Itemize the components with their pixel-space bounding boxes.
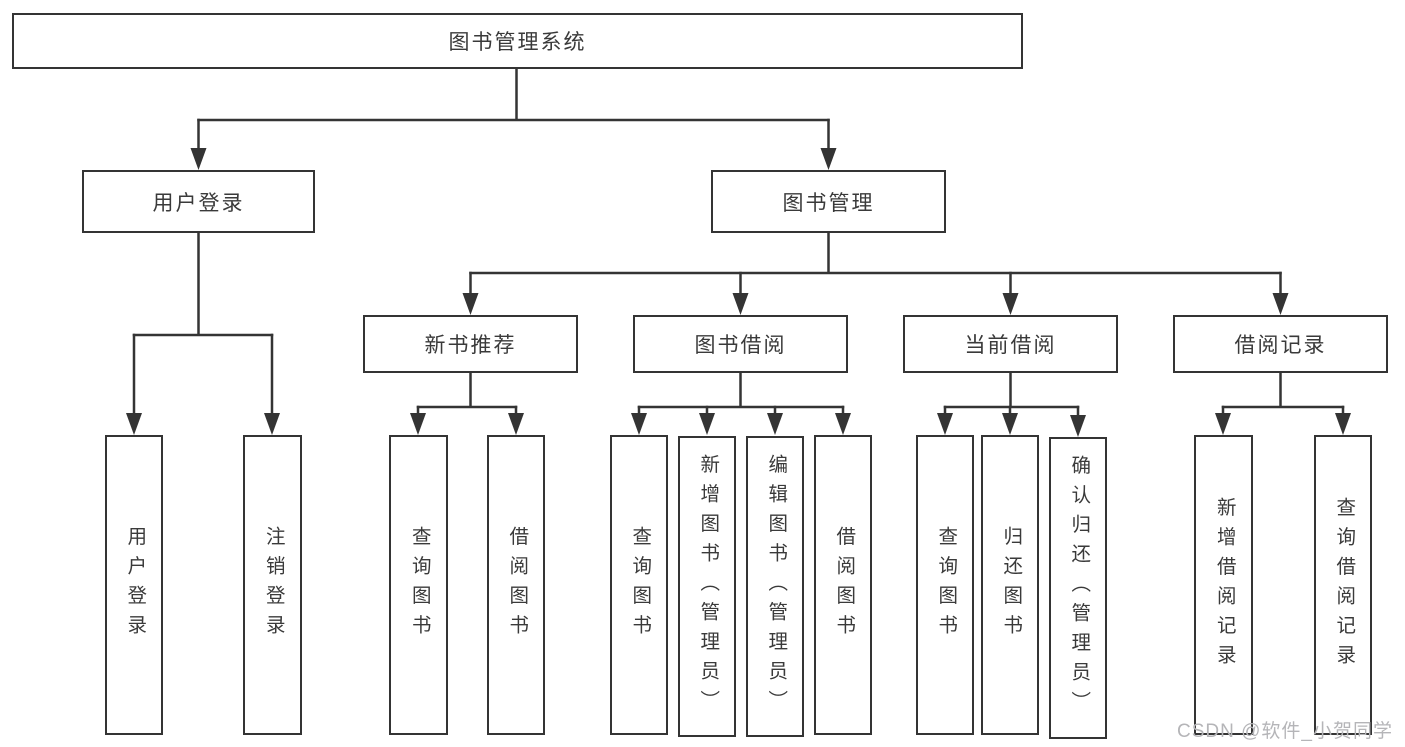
node-book-borrowing-label: 图书借阅 <box>694 334 787 357</box>
leaf-borrow-books-borrowing-label: 借阅图书 <box>832 526 855 644</box>
node-library-management-system-label: 图书管理系统 <box>448 31 587 54</box>
node-borrowing-records-label: 借阅记录 <box>1234 334 1327 357</box>
leaf-query-books-recommend-label: 查询图书 <box>408 526 431 644</box>
connector-current-borrowing-branch <box>937 371 1086 437</box>
node-current-borrowing-label: 当前借阅 <box>964 334 1057 357</box>
leaf-return-book: 归还图书 <box>981 435 1039 735</box>
node-library-management-system: 图书管理系统 <box>12 13 1023 69</box>
node-book-management-module: 图书管理 <box>711 170 946 233</box>
leaf-user-login: 用户登录 <box>105 435 163 735</box>
connector-book-management-branch <box>462 231 1289 315</box>
node-book-borrowing: 图书借阅 <box>633 315 848 373</box>
leaf-query-books-current-label: 查询图书 <box>934 526 957 644</box>
leaf-logout: 注销登录 <box>243 435 302 735</box>
node-user-login-module: 用户登录 <box>82 170 315 233</box>
leaf-edit-book-admin-label: 编辑图书（管理员） <box>764 453 787 720</box>
connector-user-login-branch <box>126 231 280 435</box>
leaf-confirm-return-admin: 确认归还（管理员） <box>1049 437 1107 739</box>
leaf-logout-label: 注销登录 <box>262 526 285 644</box>
leaf-query-borrow-record: 查询借阅记录 <box>1314 435 1372 735</box>
leaf-confirm-return-admin-label: 确认归还（管理员） <box>1067 455 1090 721</box>
leaf-borrow-books-recommend-label: 借阅图书 <box>505 526 528 644</box>
node-current-borrowing: 当前借阅 <box>903 315 1118 373</box>
connector-root-to-level2 <box>190 67 837 170</box>
leaf-borrow-books-borrowing: 借阅图书 <box>814 435 872 735</box>
leaf-add-book-admin: 新增图书（管理员） <box>678 436 736 737</box>
node-user-login-module-label: 用户登录 <box>152 191 245 215</box>
leaf-query-books-borrowing-label: 查询图书 <box>628 526 651 644</box>
leaf-query-books-borrowing: 查询图书 <box>610 435 668 735</box>
csdn-watermark: CSDN @软件_小贺同学 <box>1177 721 1393 742</box>
connector-book-borrowing-branch <box>631 371 851 435</box>
node-new-book-recommend: 新书推荐 <box>363 315 578 373</box>
leaf-add-book-admin-label: 新增图书（管理员） <box>696 453 719 720</box>
connector-borrowing-records-branch <box>1215 371 1351 435</box>
node-book-management-module-label: 图书管理 <box>782 191 875 215</box>
node-new-book-recommend-label: 新书推荐 <box>424 334 517 357</box>
leaf-borrow-books-recommend: 借阅图书 <box>487 435 545 735</box>
leaf-add-borrow-record-label: 新增借阅记录 <box>1213 496 1236 674</box>
leaf-query-books-current: 查询图书 <box>916 435 974 735</box>
connector-new-book-branch <box>410 371 524 435</box>
leaf-query-books-recommend: 查询图书 <box>389 435 448 735</box>
leaf-edit-book-admin: 编辑图书（管理员） <box>746 436 804 737</box>
leaf-query-borrow-record-label: 查询借阅记录 <box>1332 496 1355 674</box>
node-borrowing-records: 借阅记录 <box>1173 315 1388 373</box>
leaf-add-borrow-record: 新增借阅记录 <box>1194 435 1253 735</box>
leaf-return-book-label: 归还图书 <box>999 526 1022 644</box>
leaf-user-login-label: 用户登录 <box>123 526 146 644</box>
